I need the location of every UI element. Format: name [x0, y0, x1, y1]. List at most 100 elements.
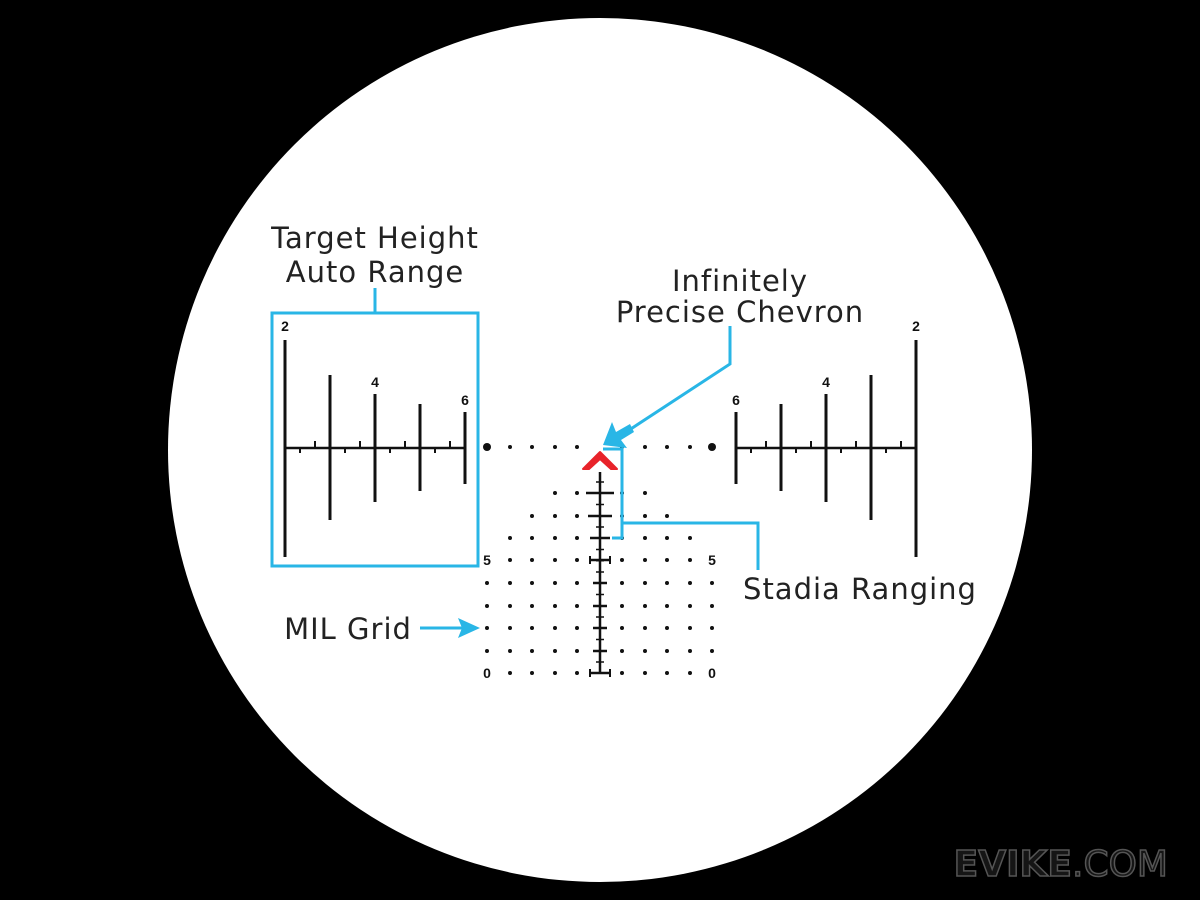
- reticle: [283, 340, 918, 677]
- grid-dot: [688, 558, 692, 562]
- grid-dot: [553, 626, 557, 630]
- watermark: EVIKE.COM: [954, 844, 1168, 885]
- grid-dot: [575, 626, 579, 630]
- grid-dot: [508, 604, 512, 608]
- grid-label-0-left: 0: [483, 665, 491, 681]
- grid-dot: [688, 626, 692, 630]
- grid-dot: [530, 604, 534, 608]
- grid-dot: [710, 626, 714, 630]
- grid-dot: [508, 671, 512, 675]
- mil-grid-label: MIL Grid: [284, 612, 412, 646]
- grid-dot: [643, 626, 647, 630]
- grid-dot: [643, 604, 647, 608]
- grid-dot: [620, 671, 624, 675]
- right-scale-2: 2: [912, 318, 920, 334]
- grid-dot: [530, 514, 534, 518]
- stadia-bracket: [603, 447, 624, 540]
- grid-dot: [530, 649, 534, 653]
- scope-view: [168, 18, 1032, 882]
- grid-dot: [688, 581, 692, 585]
- grid-dot: [665, 581, 669, 585]
- grid-dot: [553, 581, 557, 585]
- grid-dot: [508, 626, 512, 630]
- grid-dot: [553, 445, 557, 449]
- grid-dot: [483, 443, 491, 451]
- grid-dot: [508, 649, 512, 653]
- grid-dot: [508, 558, 512, 562]
- grid-dot: [575, 445, 579, 449]
- grid-dot: [553, 536, 557, 540]
- grid-dot: [553, 491, 557, 495]
- right-scale-6: 6: [732, 392, 740, 408]
- grid-dot: [643, 536, 647, 540]
- left-scale-4: 4: [371, 374, 379, 390]
- grid-dot: [688, 536, 692, 540]
- grid-dot: [665, 604, 669, 608]
- grid-dot: [553, 514, 557, 518]
- mil-grid-dots: [483, 443, 716, 675]
- target-height-label: Target Height: [270, 221, 479, 255]
- grid-dot: [575, 604, 579, 608]
- grid-dot: [485, 626, 489, 630]
- auto-range-label: Auto Range: [286, 255, 464, 289]
- grid-dot: [710, 649, 714, 653]
- grid-label-5-right: 5: [708, 552, 716, 568]
- grid-dot: [665, 649, 669, 653]
- left-scale-2: 2: [281, 318, 289, 334]
- grid-dot: [665, 558, 669, 562]
- grid-dot: [553, 558, 557, 562]
- grid-dot: [688, 445, 692, 449]
- precise-chevron-label: Precise Chevron: [616, 295, 864, 329]
- chevron-icon: [582, 451, 618, 470]
- stadia-leader: [622, 521, 760, 570]
- grid-dot: [575, 491, 579, 495]
- grid-dot: [643, 445, 647, 449]
- annotations: [270, 288, 760, 630]
- grid-dot: [508, 445, 512, 449]
- grid-dot: [575, 671, 579, 675]
- left-scale-6: 6: [461, 392, 469, 408]
- grid-dot: [575, 558, 579, 562]
- grid-dot: [643, 581, 647, 585]
- chevron-leader: [619, 326, 732, 438]
- grid-dot: [643, 649, 647, 653]
- grid-dot: [575, 536, 579, 540]
- grid-dot: [530, 581, 534, 585]
- grid-dot: [485, 604, 489, 608]
- right-scale-4: 4: [822, 374, 830, 390]
- grid-dot: [620, 604, 624, 608]
- grid-dot: [485, 581, 489, 585]
- grid-dot: [530, 445, 534, 449]
- grid-dot: [688, 671, 692, 675]
- grid-dot: [665, 514, 669, 518]
- grid-dot: [553, 649, 557, 653]
- infinitely-label: Infinitely: [672, 264, 808, 298]
- grid-dot: [665, 536, 669, 540]
- grid-dot: [710, 604, 714, 608]
- grid-dot: [665, 671, 669, 675]
- grid-dot: [665, 626, 669, 630]
- grid-dot: [710, 581, 714, 585]
- grid-dot: [530, 558, 534, 562]
- grid-dot: [643, 514, 647, 518]
- grid-dot: [708, 443, 716, 451]
- grid-dot: [553, 604, 557, 608]
- stadia-ranging-label: Stadia Ranging: [743, 572, 977, 606]
- grid-dot: [643, 491, 647, 495]
- grid-dot: [688, 604, 692, 608]
- grid-dot: [508, 581, 512, 585]
- grid-dot: [530, 626, 534, 630]
- grid-dot: [575, 581, 579, 585]
- grid-dot: [643, 671, 647, 675]
- grid-dot: [620, 626, 624, 630]
- grid-dot: [553, 671, 557, 675]
- chevron-arrowhead-icon: [603, 422, 634, 448]
- grid-dot: [620, 649, 624, 653]
- grid-label-0-right: 0: [708, 665, 716, 681]
- grid-dot: [575, 649, 579, 653]
- grid-dot: [508, 536, 512, 540]
- mil-grid-arrowhead-icon: [458, 618, 480, 638]
- grid-dot: [665, 445, 669, 449]
- grid-dot: [688, 649, 692, 653]
